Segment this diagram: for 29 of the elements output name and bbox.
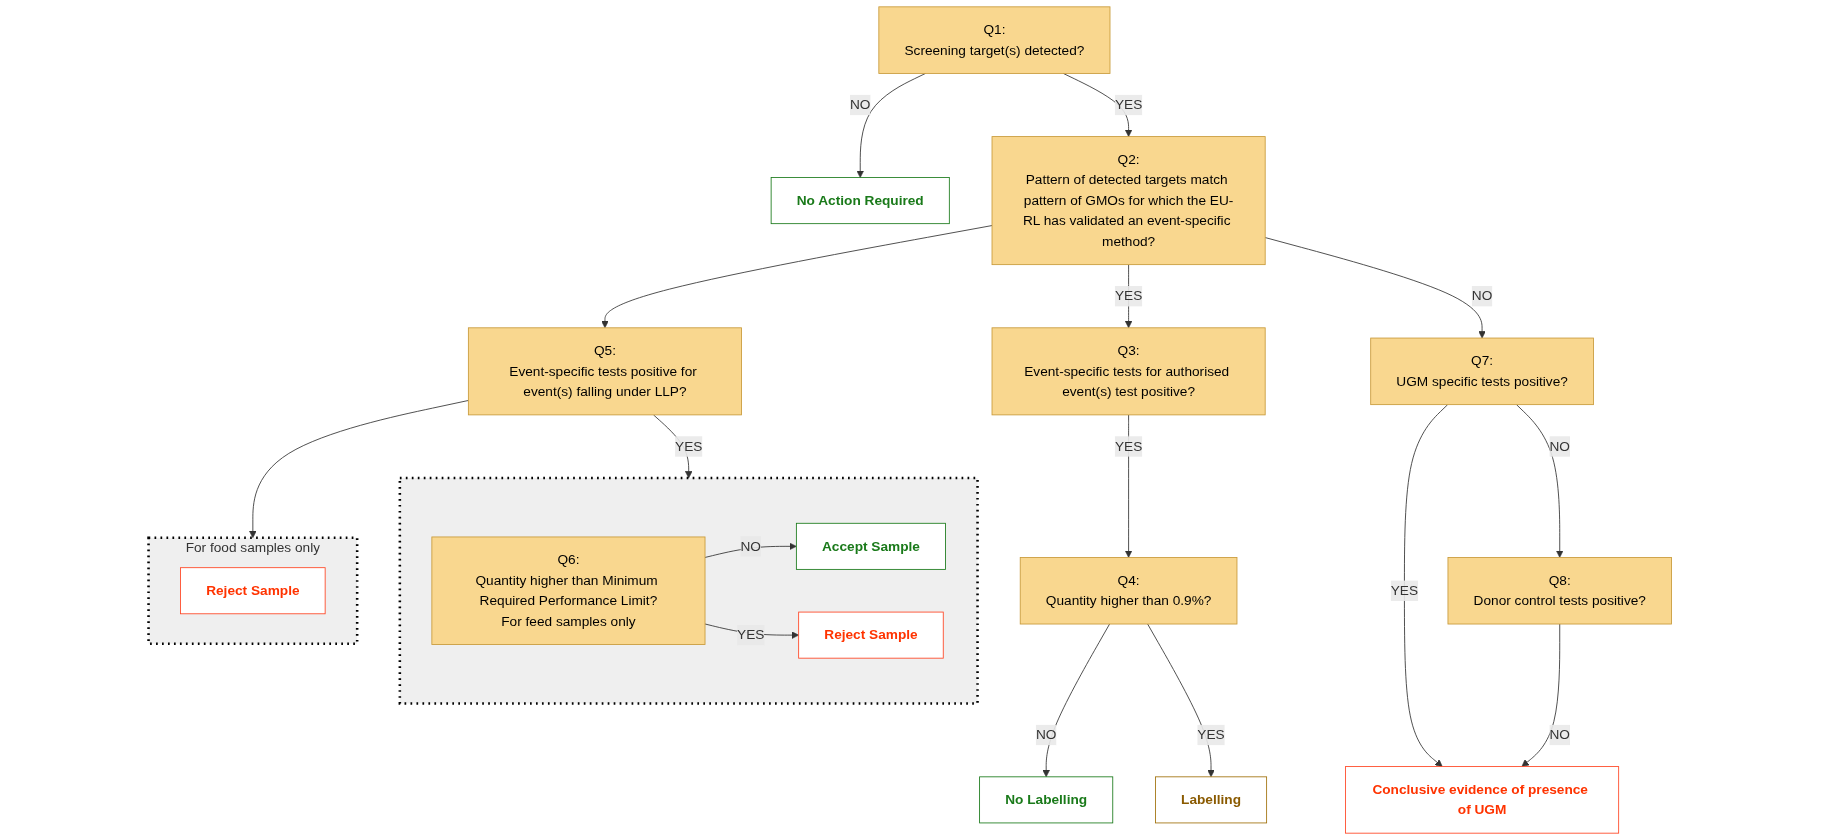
edge-label: NO [1472,288,1493,304]
node-box: No Labelling [979,776,1114,824]
edge-label: YES [1115,288,1143,304]
edge-label: YES [1197,727,1226,742]
edge-label: NO [740,538,762,554]
edge-label: YES [675,438,703,454]
node-box: Conclusive evidence of presence of UGM [1345,766,1620,834]
edge-label: NO [1036,727,1057,742]
node-box: Q5: Event-specific tests positive for event(s) falling under LLP? [468,327,743,416]
edge-label: YES [737,627,765,642]
edge-label: NO [1549,438,1571,454]
node-box: Q1: Screening target(s) detected? [878,6,1111,74]
edge-label: YES [1115,97,1143,112]
edge-label: NO [1549,727,1571,742]
cluster [399,476,980,705]
node-box: Q2: Pattern of detected targets match pattern of GMOs for which the EU-RL has validated an event-specific method? [992,136,1267,266]
node-box: Q8: Donor control tests positive? [1448,557,1673,625]
node-box: Q6: Quantity higher than Minimum Required Performance Limit? For feed samples only [431,536,706,645]
node-box: Q4: Quantity higher than 0.9%? [1020,557,1238,625]
node-box: Accept Sample [796,522,947,570]
node-box: Q3: Event-specific tests for authorised event(s) test positive? [992,327,1267,416]
edge-label: YES [1115,438,1143,454]
edge-label: NO [850,97,871,112]
node-box: Reject Sample [180,567,327,615]
node-box: No Action Required [771,177,951,225]
node-box: Reject Sample [798,611,945,659]
edge-label: YES [1391,583,1419,598]
node-box: Labelling [1155,776,1268,824]
node-box: Q7: UGM specific tests positive? [1370,337,1595,406]
